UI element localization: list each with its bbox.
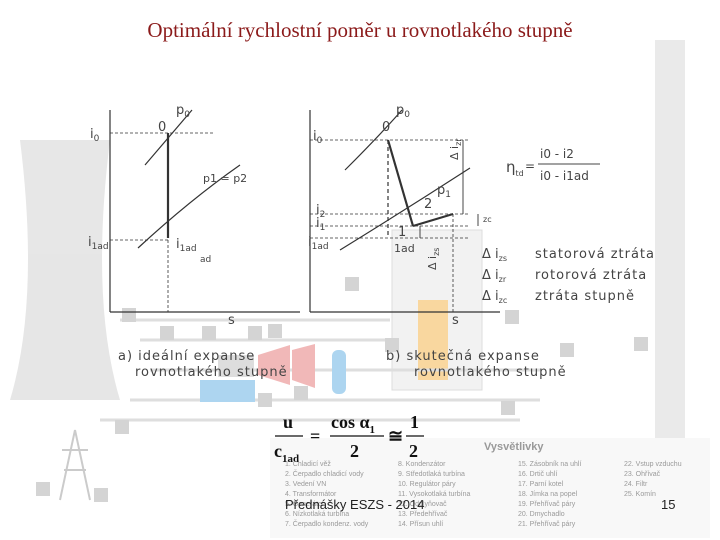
marker-4 xyxy=(94,488,108,502)
marker-24 xyxy=(501,401,515,415)
diagram-b-p0-label: p0 xyxy=(396,103,410,120)
diagram-a-p1p2-label: p1 = p2 xyxy=(203,172,247,185)
formula-mid-den: 2 xyxy=(350,441,359,461)
background-legend-item: 17. Parní kotel xyxy=(518,481,564,488)
diagram-b-s-label: s xyxy=(452,313,459,328)
background-legend-item: 10. Regulátor páry xyxy=(398,481,456,488)
formula-rhs-num: 1 xyxy=(410,412,419,432)
background-legend-item: 22. Vstup vzduchu xyxy=(624,461,682,468)
diagram-b-stator-expansion xyxy=(388,140,413,226)
diagram-b-p1-label: p1 xyxy=(437,183,451,200)
efficiency-formula: ηtd = i0 - i2 i0 - i1ad xyxy=(506,147,600,183)
diagram-b-point0-label: 0 xyxy=(382,120,390,135)
background-legend-item: 6. Nízkotlaká turbína xyxy=(285,511,349,518)
diagram-a xyxy=(110,110,300,312)
marker-11 xyxy=(294,386,308,400)
loss-legend: Δ izs statorová ztráta Δ izr rotorová ztrát… xyxy=(482,247,655,305)
formula-approx: ≅ xyxy=(388,426,403,446)
marker-14 xyxy=(345,277,359,291)
formula-u: u xyxy=(283,412,293,432)
slide-title: Optimální rychlostní poměr u rovnotlakéh… xyxy=(0,18,720,43)
footer-text: Přednášky ESZS - 2014 xyxy=(285,497,424,512)
marker-22 xyxy=(505,310,519,324)
loss-label-zc: ztráta stupně xyxy=(535,289,635,304)
formula-equals: = xyxy=(310,426,320,446)
diagram-b-i1ad-label: i1ad xyxy=(308,235,329,252)
marker-9 xyxy=(248,326,262,340)
marker-5 xyxy=(160,326,174,340)
diagram-b-izc-label: zc xyxy=(483,215,492,224)
efficiency-equals: = xyxy=(525,159,535,173)
background-legend-item: 18. Jímka na popel xyxy=(518,491,578,498)
marker-23 xyxy=(560,343,574,357)
diagram-a-p0-label: p0 xyxy=(176,103,190,120)
background-legend-item: 14. Přísun uhlí xyxy=(398,521,443,528)
background-legend-item: 24. Filtr xyxy=(624,481,648,488)
diagram-a-i0-label: i0 xyxy=(90,127,100,144)
chimney-shape xyxy=(655,40,685,460)
efficiency-eta: ηtd xyxy=(506,158,524,178)
diagram-b-izr-label: Δ izr xyxy=(448,138,463,160)
formula-cos: cos α1 xyxy=(331,412,375,436)
background-legend-item: 7. Čerpadlo kondenz. vody xyxy=(285,519,369,528)
background-legend-item: 1. Chladicí věž xyxy=(285,461,331,468)
efficiency-denominator: i0 - i1ad xyxy=(540,169,589,183)
diagram-b-caption-1: b) skutečná expanse xyxy=(386,349,540,364)
background-legend-item: 15. Zásobník na uhlí xyxy=(518,461,581,468)
condenser-shape xyxy=(200,380,255,402)
diagram-b-point1-label: 1 xyxy=(398,225,406,240)
marker-3 xyxy=(36,482,50,496)
background-legend-item: 9. Středotlaká turbína xyxy=(398,471,465,478)
loss-symbol-zc: Δ izc xyxy=(482,289,507,305)
diagram-b-rotor-line xyxy=(413,214,453,226)
legend-title: Vysvětlivky xyxy=(484,441,544,453)
tank-shape xyxy=(332,350,346,394)
turbine2-shape xyxy=(292,344,315,388)
loss-symbol-zr: Δ izr xyxy=(482,268,507,284)
marker-7 xyxy=(258,393,272,407)
background-legend-item: 3. Vedení VN xyxy=(285,481,326,488)
background-legend-item: 13. Předehřívač xyxy=(398,511,448,518)
marker-6 xyxy=(202,326,216,340)
diagram-b-1ad-label: 1ad xyxy=(394,242,415,255)
formula-rhs-den: 2 xyxy=(409,441,418,461)
diagram-a-caption-2: rovnotlakého stupně xyxy=(135,365,288,380)
diagram-b-i0-label: i0 xyxy=(313,129,323,146)
background-legend-item: 20. Dmychadlo xyxy=(518,511,565,518)
diagram-a-point0-label: 0 xyxy=(158,120,166,135)
diagram-a-caption-1: a) ideální expanse xyxy=(118,349,255,364)
page-number: 15 xyxy=(661,497,675,512)
marker-27 xyxy=(634,337,648,351)
diagram-a-s-label: s xyxy=(228,313,235,328)
background-legend-item: 19. Přehřívač páry xyxy=(518,501,576,508)
background-legend-item: 8. Kondenzátor xyxy=(398,461,446,468)
loss-symbol-zs: Δ izs xyxy=(482,247,507,263)
diagram-a-ad-label: ad xyxy=(200,255,211,265)
marker-10 xyxy=(268,324,282,338)
loss-label-zs: statorová ztráta xyxy=(535,247,655,262)
marker-2 xyxy=(115,420,129,434)
background-legend-item: 2. Čerpadlo chladicí vody xyxy=(285,469,364,478)
cooling-tower-shape xyxy=(10,140,120,400)
marker-1 xyxy=(122,308,136,322)
background-legend-item: 21. Přehřívač páry xyxy=(518,521,576,528)
background-legend-item: 25. Komín xyxy=(624,491,656,498)
background-legend-item: 23. Ohřívač xyxy=(624,471,661,478)
pylon-shape xyxy=(60,430,90,500)
diagram-b-caption-2: rovnotlakého stupně xyxy=(414,365,567,380)
diagram-a-i1ad-point-label: i1ad xyxy=(176,237,197,254)
efficiency-numerator: i0 - i2 xyxy=(540,147,574,161)
diagram-b-point2-label: 2 xyxy=(424,197,432,212)
background-legend-item: 16. Drtič uhlí xyxy=(518,471,557,478)
loss-label-zr: rotorová ztráta xyxy=(535,268,647,283)
